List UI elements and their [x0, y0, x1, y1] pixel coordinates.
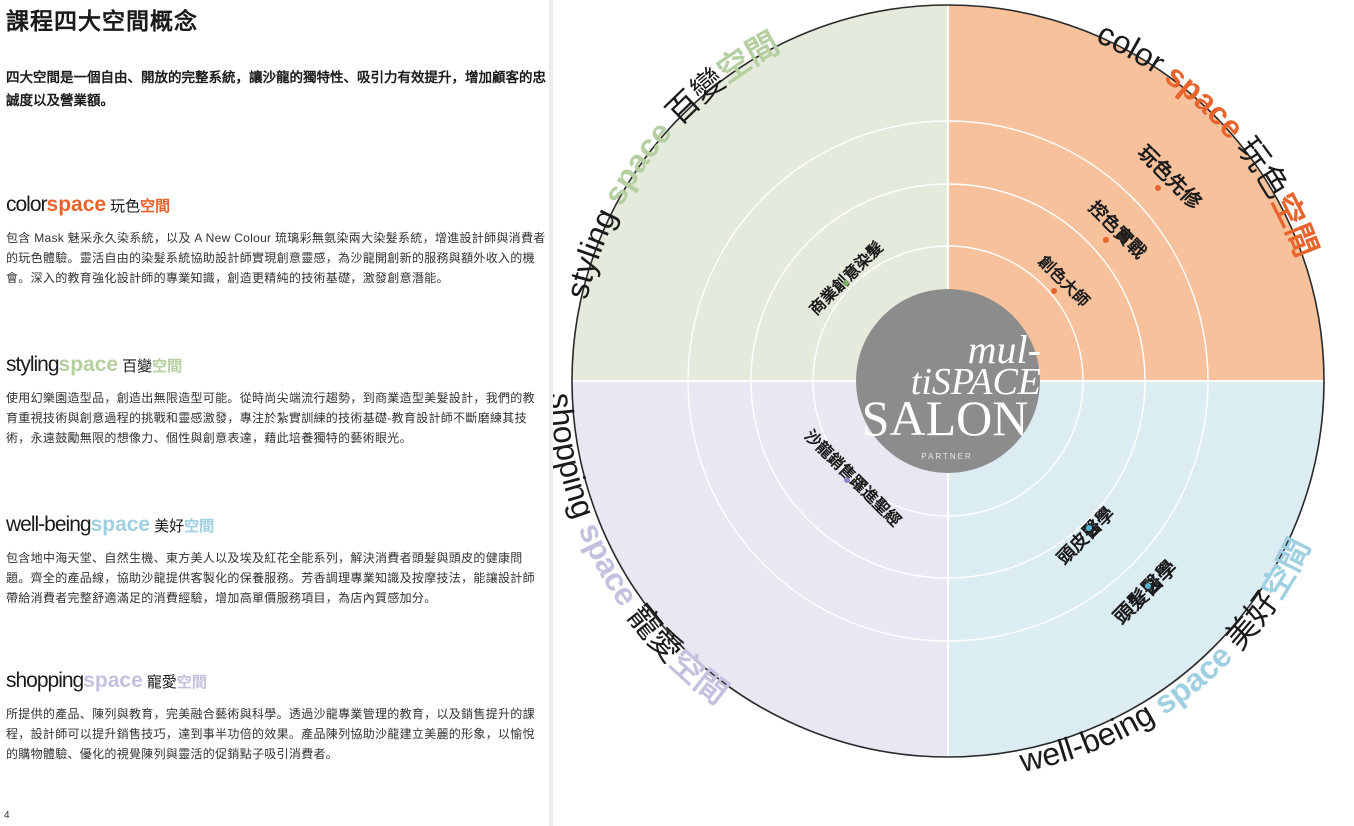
- left-page: 課程四大空間概念 四大空間是一個自由、開放的完整系統，讓沙龍的獨特性、吸引力有效…: [0, 0, 549, 826]
- title-zh-space: 空間: [176, 674, 207, 691]
- dot-styling-1: [843, 280, 849, 286]
- logo-line3: SALON: [862, 390, 1029, 446]
- dot-shopping-1: [844, 477, 850, 483]
- logo-line1: mul-: [968, 327, 1041, 372]
- title-zh: 玩色: [110, 198, 141, 215]
- logo-sub: PARTNER: [921, 452, 973, 461]
- center-circle: [856, 289, 1040, 473]
- four-spaces-diagram: mul- tiSPACE SALON PARTNER styling space…: [553, 0, 1354, 826]
- circle-diagram-svg: mul- tiSPACE SALON PARTNER styling space…: [553, 4, 1326, 779]
- page-gutter: [549, 0, 553, 826]
- dot-color-3: [1051, 288, 1057, 294]
- title-space: space: [83, 669, 143, 692]
- title-zh: 百變: [122, 358, 153, 375]
- title-zh: 美好: [154, 518, 185, 535]
- accent-dots: [843, 185, 1161, 589]
- page-number: 4: [4, 810, 10, 821]
- title-zh-space: 空間: [140, 198, 171, 215]
- title-en: well-being: [6, 513, 92, 536]
- section-body-wellbeing: 包含地中海天堂、自然生機、東方美人以及埃及紅花全能系列，解決消費者頭髮與頭皮的健…: [6, 551, 535, 605]
- title-zh: 寵愛: [146, 674, 177, 691]
- title-zh-space: 空間: [184, 518, 215, 535]
- section-body-styling: 使用幻樂園造型品，創造出無限造型可能。從時尚尖端流行趨勢，到商業造型美髮設計，我…: [6, 391, 535, 445]
- title-zh-space: 空間: [152, 358, 183, 375]
- title-en: shopping: [6, 669, 84, 692]
- dot-color-1: [1155, 185, 1161, 191]
- logo-line2: tiSPACE: [911, 361, 1041, 403]
- title-en: color: [6, 193, 48, 216]
- dot-color-2: [1103, 237, 1109, 243]
- title-en: styling: [6, 353, 60, 376]
- center-logo: mul- tiSPACE SALON PARTNER: [862, 327, 1041, 461]
- title-space: space: [58, 353, 119, 376]
- section-body-color: 包含 Mask 魅采永久染系統，以及 A New Colour 琉璃彩無氨染兩大…: [6, 231, 546, 285]
- page-title: 課程四大空間概念: [6, 8, 198, 34]
- outer-circle: [571, 4, 1325, 758]
- intro-text: 四大空間是一個自由、開放的完整系統，讓沙龍的獨特性、吸引力有效提升，增加顧客的忠…: [6, 70, 546, 108]
- dot-wellbeing-2: [1145, 583, 1151, 589]
- title-space: space: [46, 193, 107, 216]
- title-space: space: [90, 513, 151, 536]
- dot-wellbeing-1: [1086, 525, 1092, 531]
- section-body-shopping: 所提供的產品、陳列與教育，完美融合藝術與科學。透過沙龍專業管理的教育，以及銷售提…: [6, 707, 535, 761]
